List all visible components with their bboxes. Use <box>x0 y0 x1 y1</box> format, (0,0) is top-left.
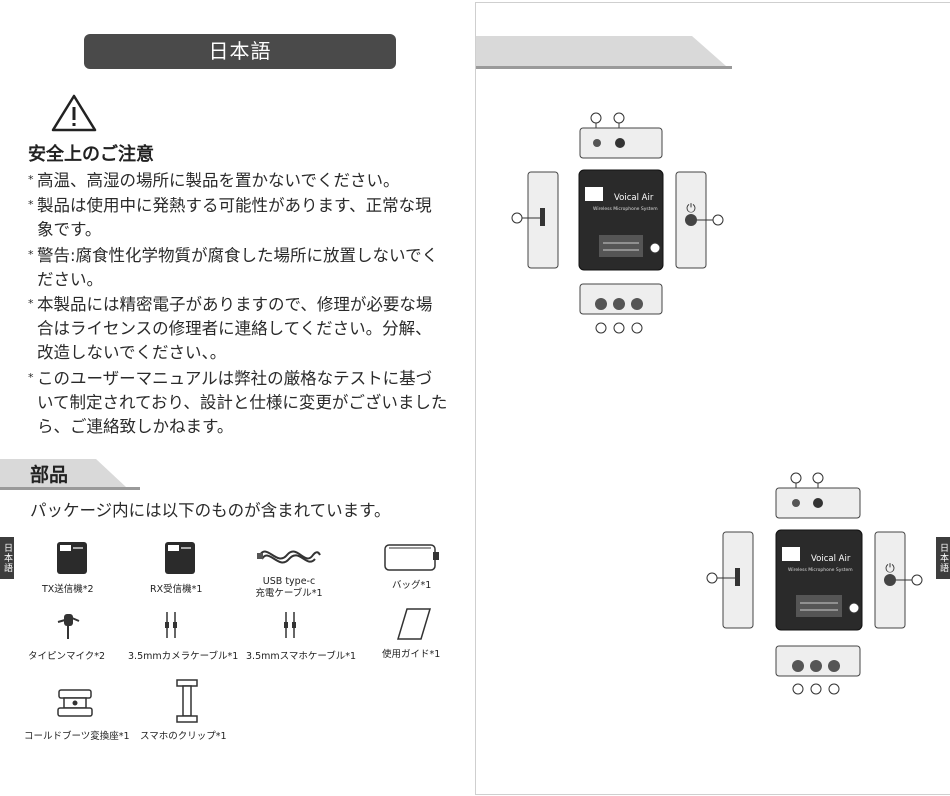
item-label: 3.5mmスマホケーブル*1 <box>246 651 357 662</box>
language-header: 日本語 <box>84 34 396 69</box>
bag-icon <box>384 544 439 571</box>
receiver-diagram: ⏻ <box>706 472 923 695</box>
warning-icon <box>51 94 97 132</box>
svg-text:⏻: ⏻ <box>885 561 895 575</box>
device-subtitle-1: Wireless Microphone System <box>593 207 658 212</box>
safety-note: *このユーザーマニュアルは弊社の厳格なテストに基づいて制定されており、設計と仕様… <box>28 368 448 437</box>
parts-intro: パッケージ内には以下のものが含まれています。 <box>30 501 391 520</box>
item-label: 3.5mmカメラケーブル*1 <box>128 651 239 662</box>
receiver-icon <box>165 542 195 574</box>
right-section-tab <box>476 36 732 69</box>
device-name-2: Voical Air <box>811 554 851 564</box>
item-label: タイピンマイク*2 <box>28 651 106 662</box>
parts-section-tab <box>0 459 140 490</box>
camera-cable-icon <box>165 612 177 638</box>
safety-note: *高温、高湿の場所に製品を置かないでください。 <box>28 171 400 190</box>
phone-clip-icon <box>176 679 198 723</box>
safety-note: *本製品には精密電子がありますので、修理が必要な場合はライセンスの修理者に連絡し… <box>28 295 433 363</box>
item-label: スマホのクリップ*1 <box>140 731 227 742</box>
parts-title: 部品 <box>30 464 69 486</box>
usb-cable-icon <box>257 550 321 564</box>
phone-cable-icon <box>284 612 296 638</box>
device-name-1: Voical Air <box>614 193 654 203</box>
item-label: バッグ*1 <box>392 580 432 591</box>
item-label: USB type-c 充電ケーブル*1 <box>255 576 323 599</box>
item-label: コールドブーツ変換座*1 <box>24 731 130 742</box>
safety-notes: *高温、高湿の場所に製品を置かないでください。 *製品は使用中に発熱する可能性が… <box>28 169 448 440</box>
guide-icon <box>397 608 431 640</box>
transmitter-diagram: ⏻ <box>511 112 724 334</box>
right-page-frame <box>475 2 950 795</box>
language-side-tab-right: 日本語 <box>936 537 950 579</box>
item-label: 使用ガイド*1 <box>382 649 441 660</box>
item-label: TX送信機*2 <box>42 584 94 595</box>
language-side-tab: 日本語 <box>0 537 14 579</box>
cold-shoe-icon <box>57 689 93 717</box>
device-subtitle-2: Wireless Microphone System <box>788 568 853 573</box>
lavalier-mic-icon <box>57 614 80 639</box>
svg-text:⏻: ⏻ <box>686 201 696 215</box>
safety-title: 安全上のご注意 <box>28 144 154 165</box>
safety-note: *製品は使用中に発熱する可能性があります、正常な現象です。 <box>28 196 432 240</box>
transmitter-icon <box>57 542 87 574</box>
item-label: RX受信機*1 <box>150 584 203 595</box>
safety-note: *警告:腐食性化学物質が腐食した場所に放置しないでください。 <box>28 245 439 289</box>
